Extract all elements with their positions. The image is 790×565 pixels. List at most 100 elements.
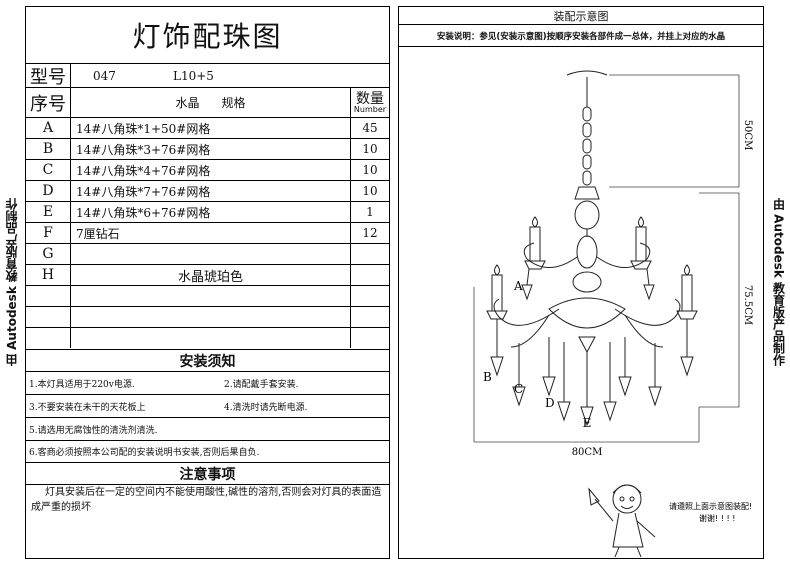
stem-ball-middle — [576, 235, 598, 269]
row-qty — [351, 286, 389, 306]
label-c: C — [514, 382, 523, 396]
dim-top-label: 50CM — [742, 120, 753, 151]
note-row-1: 1.本灯具适用于220v电源. 2.请配戴手套安装. — [26, 371, 389, 394]
table-header-row: 序号 水晶 规格 数量 Number — [26, 87, 389, 117]
crystal-header-label: 水晶 — [175, 96, 200, 110]
stem-ball-upper — [574, 200, 600, 230]
row-qty: 10 — [362, 163, 378, 177]
upper-left-arm — [523, 242, 578, 268]
note-row-4: 6.客商必须按照本公司配的安装说明书安装,否则后果自负. — [26, 440, 389, 462]
row-qty: 10 — [362, 142, 378, 156]
model-row: 型号 047 L10+5 — [26, 63, 389, 88]
lower-right-arm — [614, 298, 681, 326]
table-row — [26, 327, 389, 348]
left-side-watermark: 由 Autodesk 教育版产品制作 — [4, 198, 19, 367]
diagram-title: 装配示意图 — [399, 7, 763, 25]
table-row — [26, 306, 389, 327]
stem-ball-lower — [572, 271, 602, 293]
note-4: 4.清洗时请先断电源. — [224, 402, 308, 413]
ceiling-canopy — [566, 70, 608, 76]
row-qty: 10 — [362, 184, 378, 198]
row-id: B — [26, 139, 71, 159]
row-qty: 12 — [362, 226, 378, 240]
spec-header: 水晶 规格 — [71, 88, 351, 117]
row-qty — [351, 265, 389, 285]
row-desc — [71, 307, 351, 327]
chandelier-diagram: 50CM 75.5CM 80CM A B C D E 请遵照上面示意图装配! 谢… — [473, 70, 753, 557]
chain — [582, 106, 592, 186]
crystal-strands — [490, 268, 694, 427]
note-1: 1.本灯具适用于220v电源. — [29, 379, 135, 390]
qty-header-sub: Number — [353, 104, 387, 114]
cartoon-character — [588, 484, 656, 557]
row-desc: 14#八角珠*7+76#网格 — [71, 181, 351, 201]
note-6: 6.客商必须按照本公司配的安装说明书安装,否则后果自负. — [29, 448, 260, 458]
right-side-watermark: 由 Autodesk 教育版产品制作 — [771, 198, 786, 367]
seq-header: 序号 — [26, 88, 71, 117]
model-value: 047 — [93, 68, 116, 83]
dimension-lines — [473, 74, 740, 443]
row-id: G — [26, 244, 71, 264]
qty-header-label: 数量 — [356, 90, 384, 107]
note-3: 3.不要安装在未干的天花板上 — [29, 402, 146, 413]
lower-left-arm — [493, 298, 560, 326]
row-id: F — [26, 223, 71, 243]
row-desc: 14#八角珠*1+50#网格 — [71, 118, 351, 138]
note-2: 2.请配戴手套安装. — [224, 379, 299, 390]
qty-header: 数量 Number — [351, 88, 389, 117]
table-row — [26, 285, 389, 306]
row-id — [26, 328, 71, 348]
model-spec: L10+5 — [173, 68, 214, 83]
row-desc — [71, 286, 351, 306]
table-row: G — [26, 243, 389, 264]
spec-header-label: 规格 — [221, 96, 246, 110]
center-bowl — [548, 297, 626, 329]
dim-width-label: 80CM — [572, 447, 603, 458]
warning-divider — [26, 484, 389, 485]
row-desc: 7厘钻石 — [71, 223, 351, 243]
row-id — [26, 286, 71, 306]
row-qty — [351, 307, 389, 327]
note-row-3: 5.请选用无腐蚀性的清洗剂清洗. — [26, 417, 389, 440]
row-id: E — [26, 202, 71, 222]
row-id: A — [26, 118, 71, 138]
part-labels: A B C D E — [483, 279, 591, 430]
row-desc: 水晶琥珀色 — [71, 265, 351, 285]
upper-right-arm — [596, 242, 651, 268]
install-instruction: 安装说明：参见(安装示意图)按顺序安装各部件成一总体，并挂上对应的水晶 — [399, 25, 763, 47]
row-desc — [71, 244, 351, 264]
row-desc: 14#八角珠*6+76#网格 — [71, 202, 351, 222]
row-desc — [71, 328, 351, 348]
row-desc: 14#八角珠*4+76#网格 — [71, 160, 351, 180]
label-b: B — [483, 370, 492, 384]
row-qty — [351, 328, 389, 348]
candle-upper-right — [635, 226, 647, 262]
label-e: E — [583, 416, 592, 430]
row-qty: 1 — [366, 205, 374, 219]
cartoon-line-2: 谢谢! ! ! ! — [699, 513, 735, 523]
model-values: 047 L10+5 — [71, 64, 389, 87]
row-id — [26, 307, 71, 327]
row-id: C — [26, 160, 71, 180]
page-title: 灯饰配珠图 — [132, 20, 283, 53]
dim-side-label: 75.5CM — [742, 285, 753, 325]
model-label: 型号 — [26, 64, 71, 88]
candle-lower-right — [681, 274, 693, 312]
row-desc: 14#八角珠*3+76#网格 — [71, 139, 351, 159]
warning-title: 注意事项 — [26, 462, 389, 484]
row-id: H — [26, 265, 71, 285]
note-row-2: 3.不要安装在未干的天花板上 4.清洗时请先断电源. — [26, 394, 389, 417]
row-qty — [351, 244, 389, 264]
stem-cap — [574, 186, 600, 200]
row-qty: 45 — [362, 121, 378, 135]
row-id: D — [26, 181, 71, 201]
note-5: 5.请选用无腐蚀性的清洗剂清洗. — [29, 425, 158, 436]
